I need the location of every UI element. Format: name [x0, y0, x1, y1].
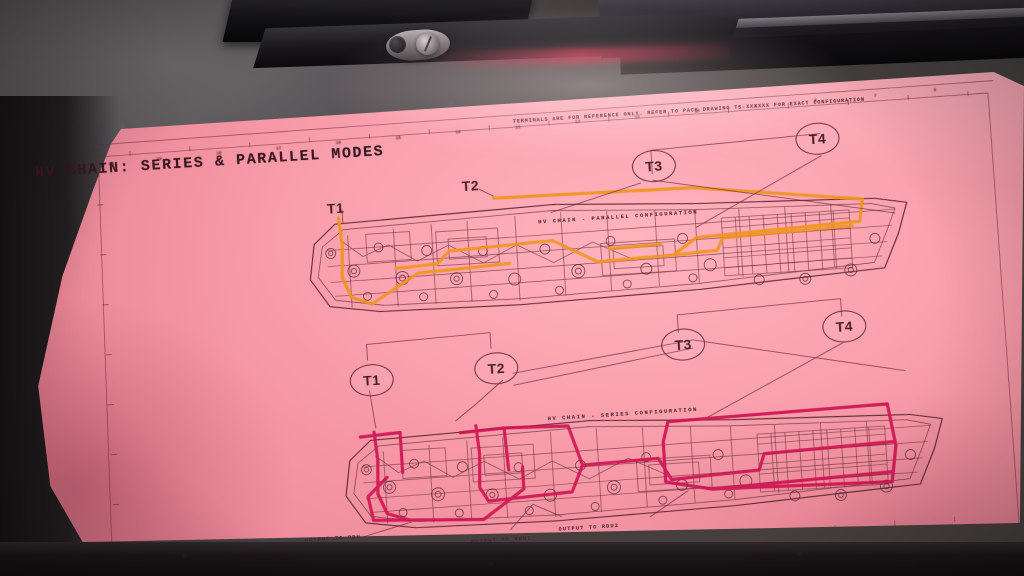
tick-6: 6 — [933, 88, 937, 94]
tick-15: 15 — [395, 135, 402, 142]
tick-16: 16 — [335, 140, 342, 146]
series-terminal-t3-label: T3 — [674, 336, 693, 354]
floor-bottom-strip — [0, 542, 1024, 576]
tick-17: 17 — [275, 146, 282, 152]
tick-20: 20 — [108, 161, 115, 168]
series-terminal-t4-label: T4 — [835, 317, 854, 335]
tick-9: 9 — [754, 104, 758, 110]
tick-10: 10 — [694, 109, 701, 115]
tick-12: 12 — [574, 119, 581, 125]
parallel-leader-lines — [341, 133, 896, 228]
series-terminal-t1-label: T1 — [362, 371, 381, 389]
series-terminal-t2-label: T2 — [487, 359, 506, 377]
tick-13: 13 — [515, 125, 521, 131]
tick-8: 8 — [813, 98, 817, 104]
tick-11: 11 — [634, 114, 641, 121]
tick-7: 7 — [873, 93, 877, 100]
tick-19: 19 — [156, 156, 162, 163]
tick-14: 14 — [455, 130, 461, 136]
bolt-head-icon — [416, 33, 439, 55]
series-leader-lines — [362, 298, 906, 538]
series-trace-crimson — [358, 402, 898, 522]
tick-18: 18 — [216, 151, 222, 157]
socket-hole-icon — [389, 36, 406, 53]
